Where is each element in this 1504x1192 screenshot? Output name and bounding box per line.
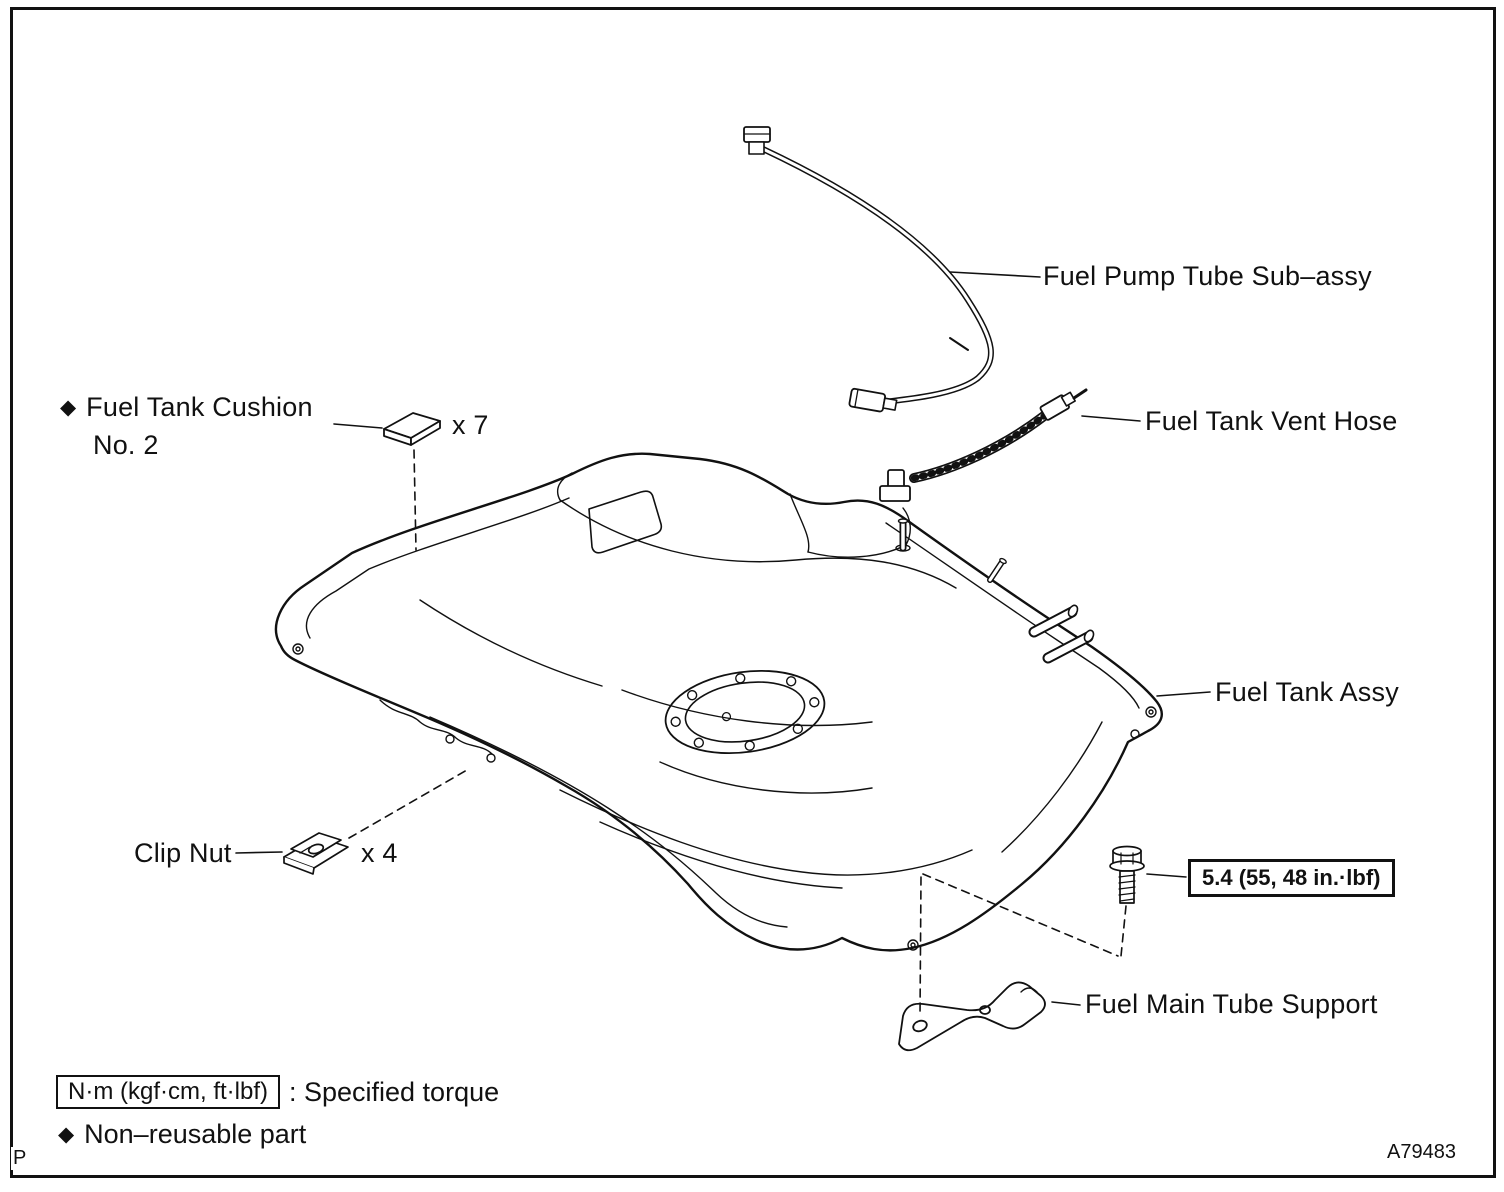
non-reusable-legend: ◆ Non–reusable part xyxy=(58,1119,306,1150)
torque-legend-box: N·m (kgf·cm, ft·lbf) xyxy=(56,1075,280,1109)
dashed-reference-lines xyxy=(349,450,1126,1016)
torque-legend-caption: : Specified torque xyxy=(288,1076,500,1107)
label-clip-nut: Clip Nut xyxy=(134,838,232,868)
page-border-frame xyxy=(10,7,1496,1178)
label-cushion-quantity: x 7 xyxy=(452,410,489,440)
bolt-drawing xyxy=(1110,847,1144,904)
fuel-tank-vent-hose-drawing xyxy=(880,390,1086,501)
label-fuel-tank-assy: Fuel Tank Assy xyxy=(1215,677,1399,707)
page-marker: P xyxy=(11,1147,29,1170)
non-reusable-legend-diamond-icon: ◆ xyxy=(58,1123,75,1146)
label-fuel-tank-vent-hose: Fuel Tank Vent Hose xyxy=(1145,406,1398,436)
non-reusable-diamond-icon: ◆ xyxy=(60,396,77,419)
label-clip-nut-quantity: x 4 xyxy=(361,838,398,868)
label-fuel-main-tube-support: Fuel Main Tube Support xyxy=(1085,989,1378,1019)
fuel-tank-drawing xyxy=(276,454,1162,951)
label-fuel-tank-cushion: ◆ Fuel Tank Cushion xyxy=(60,392,313,423)
clip-nut-drawing xyxy=(284,833,348,874)
pipe-stubs xyxy=(1034,604,1095,658)
label-fuel-pump-tube: Fuel Pump Tube Sub–assy xyxy=(1043,261,1372,291)
label-fuel-tank-cushion-line1: Fuel Tank Cushion xyxy=(86,392,313,422)
label-fuel-tank-cushion-line2: No. 2 xyxy=(93,430,159,460)
non-reusable-legend-text: Non–reusable part xyxy=(84,1119,307,1149)
fuel-pump-tube-drawing xyxy=(744,127,991,414)
figure-code: A79483 xyxy=(1387,1141,1456,1163)
flange-holes xyxy=(293,644,1156,950)
leader-lines xyxy=(236,272,1210,1005)
pump-access-ring xyxy=(660,661,830,762)
cushion-pad-drawing xyxy=(384,413,440,445)
fuel-main-tube-support-drawing xyxy=(899,982,1045,1050)
torque-legend: N·m (kgf·cm, ft·lbf) : Specified torque xyxy=(56,1075,499,1109)
vent-pipe-stub xyxy=(896,519,1007,580)
torque-spec-box: 5.4 (55, 48 in.·lbf) xyxy=(1188,859,1395,897)
